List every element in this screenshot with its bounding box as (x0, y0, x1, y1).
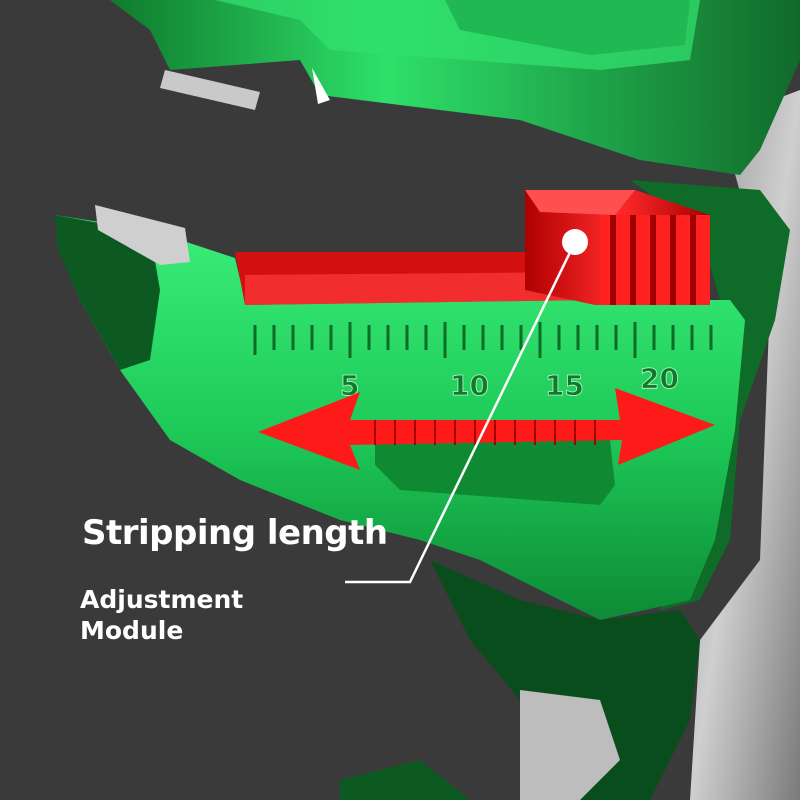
caption-title: Stripping length (82, 513, 388, 553)
caption-subtitle-line2: Module (80, 616, 184, 645)
lower-handle (430, 560, 700, 800)
scale-label-10: 10 (450, 369, 489, 402)
scale-label-15: 15 (545, 369, 584, 402)
callout-leader-line (345, 241, 577, 584)
scale-label-20: 20 (640, 362, 679, 395)
scale-label-5: 5 (340, 369, 359, 402)
lower-body (55, 215, 745, 620)
ruler-ticks (253, 322, 713, 358)
red-adjustment-block (525, 190, 710, 305)
caption-subtitle-line1: Adjustment (80, 585, 244, 614)
callout-dot (562, 229, 588, 255)
double-arrow-icon (258, 388, 715, 470)
slider-window (375, 440, 615, 505)
